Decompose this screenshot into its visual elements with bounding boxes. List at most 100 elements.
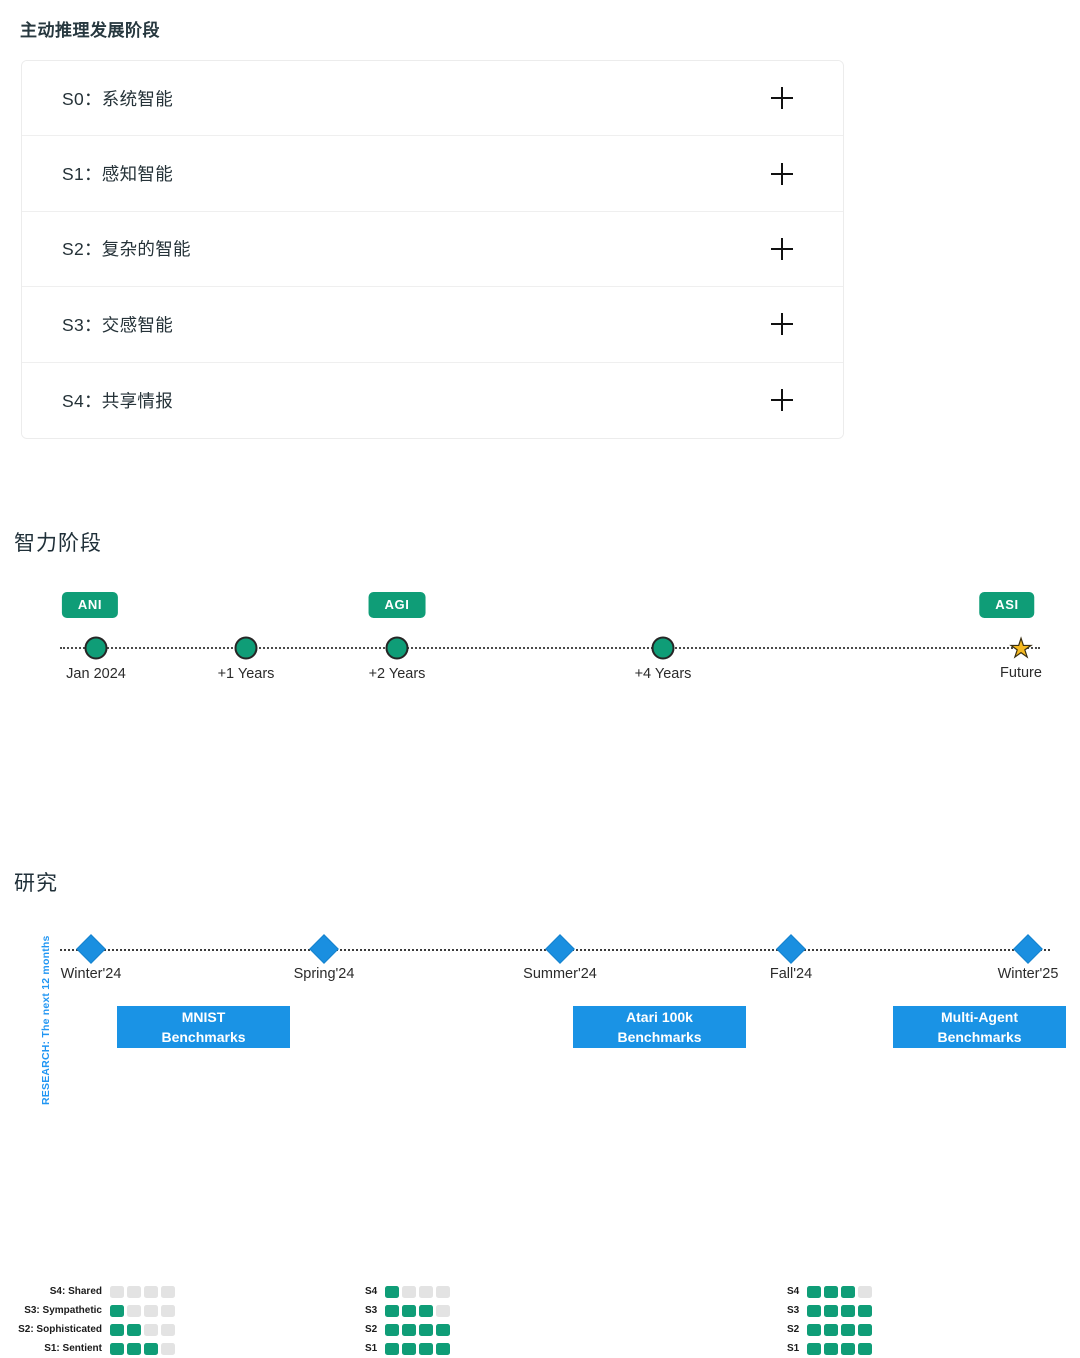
stage-progress-row: S3: Sympathetic <box>10 1301 175 1320</box>
stage-progress-row: S1 <box>787 1339 872 1358</box>
plus-icon[interactable] <box>771 389 793 412</box>
stage-progress-cell <box>144 1342 158 1355</box>
stage-progress-cell <box>824 1304 838 1317</box>
plus-icon[interactable] <box>771 237 793 260</box>
stage-progress-cell <box>824 1323 838 1336</box>
accordion-item[interactable]: S0：系统智能 <box>22 61 843 137</box>
accordion-item-label: S4：共享情报 <box>62 390 174 411</box>
stage-progress-label: S2 <box>787 1324 800 1335</box>
stage-progress-label: S4: Shared <box>49 1286 102 1297</box>
stage-progress-cell <box>841 1285 855 1298</box>
research-node-label: Fall'24 <box>769 966 813 982</box>
accordion-item-label: S1：感知智能 <box>62 164 174 185</box>
stage-progress-cell <box>110 1323 124 1336</box>
timeline-node[interactable] <box>84 636 108 660</box>
stage-progress-cell <box>419 1304 433 1317</box>
stage-progress-cell <box>419 1285 433 1298</box>
stage-progress-cell <box>419 1323 433 1336</box>
research-node-label: Winter'24 <box>60 966 122 982</box>
stage-progress-cell <box>144 1285 158 1298</box>
stage-progress-row: S2: Sophisticated <box>10 1320 175 1339</box>
stage-progress-cells <box>807 1304 872 1317</box>
timeline-node[interactable] <box>234 636 258 660</box>
plus-icon[interactable] <box>771 87 793 110</box>
stage-progress-row: S4 <box>787 1282 872 1301</box>
stage-progress-row: S4: Shared <box>10 1282 175 1301</box>
stage-progress-cell <box>807 1285 821 1298</box>
benchmark-subtitle: Benchmarks <box>161 1029 246 1045</box>
stage-progress-cell <box>824 1285 838 1298</box>
stage-progress-cell <box>110 1285 124 1298</box>
stage-progress-cells <box>385 1285 450 1298</box>
stage-badge: AGI <box>368 592 426 618</box>
accordion-item-label: S0：系统智能 <box>62 88 174 109</box>
stage-progress-cell <box>858 1323 872 1336</box>
stage-progress-cells <box>385 1342 450 1355</box>
accordion-item[interactable]: S3：交感智能 <box>22 287 843 363</box>
stage-progress-row: S3 <box>787 1301 872 1320</box>
plus-icon[interactable] <box>771 162 793 185</box>
stage-progress-cell <box>402 1304 416 1317</box>
stage-progress-cell <box>161 1342 175 1355</box>
stage-progress-cell <box>110 1304 124 1317</box>
stage-progress-cell <box>807 1342 821 1355</box>
intelligence-stages-title: 智力阶段 <box>14 532 102 555</box>
intelligence-timeline-axis <box>60 647 1040 649</box>
stage-progress-cell <box>841 1323 855 1336</box>
benchmark-title: Atari 100k <box>626 1009 693 1025</box>
timeline-node[interactable] <box>385 636 409 660</box>
stage-progress-cells <box>110 1304 175 1317</box>
stage-progress-cell <box>144 1323 158 1336</box>
benchmark-title: MNIST <box>181 1009 226 1025</box>
stage-progress-cell <box>419 1342 433 1355</box>
stage-progress-label: S3 <box>365 1305 378 1316</box>
stage-progress-cell <box>110 1342 124 1355</box>
timeline-node-label: Jan 2024 <box>66 666 126 682</box>
stage-progress-cell <box>385 1342 399 1355</box>
stage-progress-row: S2 <box>787 1320 872 1339</box>
stage-progress-label: S2 <box>365 1324 378 1335</box>
stage-progress-cells <box>385 1323 450 1336</box>
timeline-node-label: +1 Years <box>217 666 275 682</box>
stage-progress-cell <box>402 1342 416 1355</box>
stage-progress-row: S3 <box>365 1301 450 1320</box>
benchmark-subtitle: Benchmarks <box>617 1029 702 1045</box>
stage-progress-row: S1: Sentient <box>10 1339 175 1358</box>
page-title: 主动推理发展阶段 <box>20 21 160 40</box>
stage-progress-cell <box>436 1285 450 1298</box>
star-icon: ★ <box>1009 633 1034 663</box>
stage-progress-label: S4 <box>787 1286 800 1297</box>
benchmark-card[interactable]: MNIST Benchmarks <box>117 1006 290 1048</box>
timeline-node-label: +4 Years <box>634 666 692 682</box>
research-node-label: Summer'24 <box>523 966 597 982</box>
stage-progress-row: S2 <box>365 1320 450 1339</box>
plus-icon[interactable] <box>771 313 793 336</box>
stage-progress-cells <box>807 1342 872 1355</box>
accordion-item[interactable]: S1：感知智能 <box>22 136 843 212</box>
stage-progress-label: S4 <box>365 1286 378 1297</box>
stage-progress-cell <box>807 1323 821 1336</box>
stage-progress-cells <box>807 1285 872 1298</box>
accordion-item[interactable]: S2：复杂的智能 <box>22 211 843 288</box>
research-node-label: Spring'24 <box>293 966 355 982</box>
benchmark-title: Multi-Agent <box>941 1009 1018 1025</box>
stage-progress-cell <box>127 1304 141 1317</box>
stage-progress-cell <box>841 1342 855 1355</box>
stage-progress-cells <box>110 1323 175 1336</box>
stage-progress-label: S1: Sentient <box>44 1343 102 1354</box>
stage-progress-label: S3: Sympathetic <box>24 1305 102 1316</box>
stage-progress-cell <box>402 1323 416 1336</box>
stage-progress-cell <box>161 1285 175 1298</box>
stage-progress-cell <box>807 1304 821 1317</box>
accordion-item[interactable]: S4：共享情报 <box>22 362 843 438</box>
timeline-node-label: Future <box>1000 665 1042 681</box>
stage-progress-label: S2: Sophisticated <box>18 1324 102 1335</box>
timeline-node[interactable] <box>651 636 675 660</box>
stage-progress-cell <box>385 1285 399 1298</box>
stage-progress-cell <box>858 1304 872 1317</box>
